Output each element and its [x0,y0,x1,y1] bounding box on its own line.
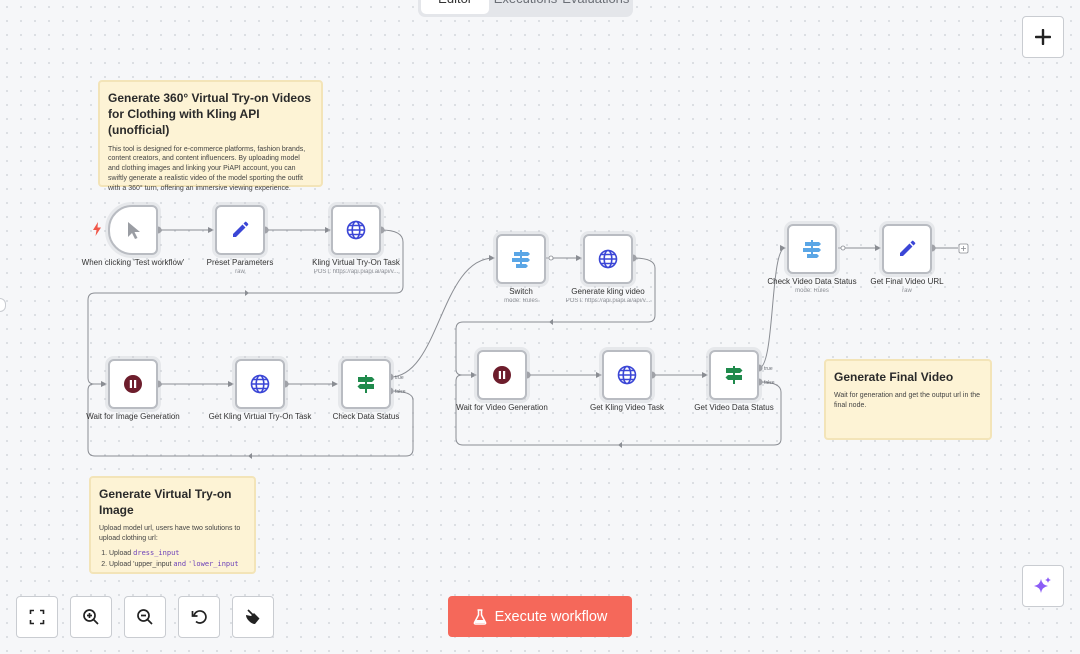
zoom-out-button[interactable] [124,596,166,638]
execute-workflow-button[interactable]: Execute workflow [448,596,632,637]
tidy-up-button[interactable] [232,596,274,638]
tab-executions[interactable]: Executions [491,0,559,14]
tab-editor[interactable]: Editor [421,0,490,14]
sticky-note-list: Upload dress_input Upload 'upper_input a… [99,548,246,570]
zoom-out-icon [137,609,153,625]
node-box[interactable] [215,205,265,255]
node-box[interactable] [341,359,391,409]
left-panel-handle[interactable] [0,298,6,312]
undo-icon [191,610,207,624]
sticky-note-title: Generate Final Video [834,370,954,384]
pause-icon [493,366,511,384]
node-check-data-status[interactable]: Check Data Status [333,359,399,421]
branch-true-label: true [764,366,773,372]
fit-view-button[interactable] [16,596,58,638]
node-box[interactable] [583,234,633,284]
node-get-tryon-task[interactable]: Get Kling Virtual Try-On Task [209,359,311,421]
sticky-note-image[interactable]: Generate Virtual Try-on Image Upload mod… [89,476,256,574]
node-box[interactable] [477,350,527,400]
node-wait-video[interactable]: Wait for Video Generation [456,350,548,412]
plus-icon [1035,29,1051,45]
pencil-icon [233,221,249,237]
sticky-note-body: Upload model url, users have two solutio… [99,525,241,543]
node-get-video-data-status[interactable]: Get Video Data Status [694,350,774,412]
tab-evaluations[interactable]: Evaluations [562,0,630,14]
cursor-icon [128,222,140,239]
node-label: Get Video Data Status [694,403,774,412]
edge-status-check [758,245,786,369]
node-label: When clicking 'Test workflow' [81,258,185,267]
list-item: Upload 'upper_input and 'lower_input [109,559,246,570]
sparkles-icon [1034,577,1051,593]
node-wait-image[interactable]: Wait for Image Generation [86,359,180,421]
zoom-in-icon [83,609,99,625]
branch-true-label: true [395,375,404,381]
view-tabs: Editor Executions Evaluations [418,0,633,17]
node-label: Get Kling Virtual Try-On Task [208,412,312,421]
node-box[interactable] [235,359,285,409]
globe-icon [617,365,637,385]
signpost-icon [357,375,375,393]
signpost-icon [725,366,743,384]
sticky-note-body: Wait for generation and get the output u… [834,392,981,409]
node-label: Get Kling Video Task [590,403,664,412]
node-get-video-task[interactable]: Get Kling Video Task [590,350,664,412]
sticky-note-body: This tool is designed for e-commerce pla… [108,145,306,192]
reset-zoom-button[interactable] [178,596,220,638]
add-node-button[interactable] [1022,16,1064,58]
lightning-icon [93,222,101,236]
node-box[interactable] [331,205,381,255]
sticky-note-video[interactable]: Generate Final Video Wait for generation… [824,359,992,440]
branch-false-label: false [395,389,406,395]
node-box[interactable] [787,224,837,274]
zoom-in-button[interactable] [70,596,112,638]
node-box[interactable] [108,359,158,409]
add-node-endpoint-icon [958,243,969,254]
flask-icon [473,608,486,625]
node-label: Wait for Video Generation [456,403,548,412]
node-box[interactable] [496,234,546,284]
node-manual-trigger[interactable]: When clicking 'Test workflow' [82,205,184,267]
pause-icon [124,375,142,393]
branch-false-label: false [764,380,775,386]
node-box[interactable] [882,224,932,274]
fit-view-icon [29,609,45,625]
switch-icon [803,240,821,258]
globe-icon [346,220,366,240]
globe-icon [598,249,618,269]
node-box[interactable] [709,350,759,400]
pencil-icon [900,240,916,256]
execute-workflow-label: Execute workflow [494,608,608,625]
node-label: Wait for Image Generation [86,412,180,421]
broom-icon [246,609,260,624]
sticky-note-title: Generate Virtual Try-on Image [99,487,232,518]
sticky-note-title: Generate 360° Virtual Try-on Videos for … [108,91,312,138]
sticky-note-main[interactable]: Generate 360° Virtual Try-on Videos for … [98,80,323,192]
list-item: Upload dress_input [109,548,246,559]
node-box[interactable] [108,205,158,255]
node-label: Check Data Status [332,412,400,421]
switch-icon [512,250,530,268]
node-box[interactable] [602,350,652,400]
globe-icon [250,374,270,394]
ai-assistant-button[interactable] [1022,565,1064,607]
